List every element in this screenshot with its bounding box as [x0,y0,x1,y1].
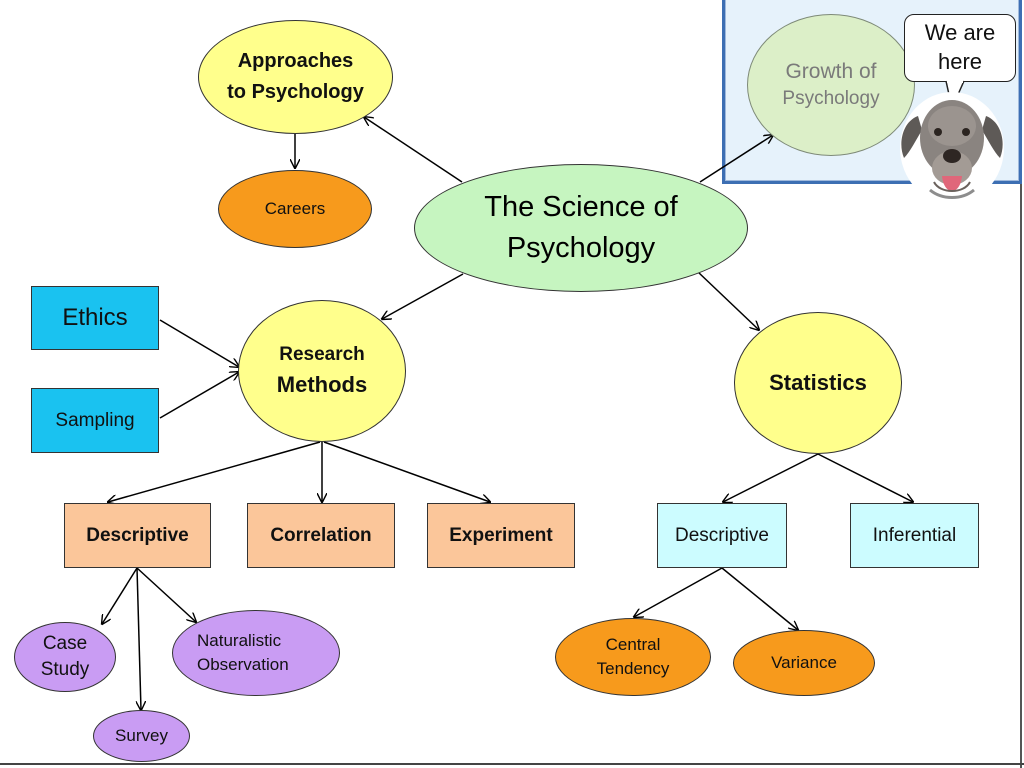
arrow-statistics-descriptive [723,453,819,502]
bubble-line2: here [937,49,983,74]
method-descriptive-label: Descriptive [86,524,189,546]
ethics-label: Ethics [62,304,128,332]
approaches-line2: to Psychology [227,81,364,103]
arrow-center-approaches [364,117,463,183]
variance-node: Variance [733,630,875,696]
method-correlation-box: Correlation [247,503,395,568]
arrow-statistics-inferential [817,453,913,502]
naturalistic-observation-node: Naturalistic Observation [172,610,340,696]
central-topic-line2: Psychology [506,232,656,264]
page-edge [1020,0,1022,768]
statistics-label: Statistics [769,370,867,396]
arrow-descriptive-naturalistic [136,567,196,622]
method-experiment-box: Experiment [427,503,575,568]
arrow-center-growth [699,135,773,183]
careers-label: Careers [264,199,326,219]
growth-line1: Growth of [785,60,877,83]
variance-label: Variance [771,653,837,673]
research-line1: Research [279,344,365,366]
method-correlation-label: Correlation [270,524,372,546]
page-edge [0,763,1024,765]
growth-node: Growth of Psychology [747,14,915,156]
arrow-research-experiment [323,441,490,502]
approaches-node: Approaches to Psychology [198,20,393,134]
sampling-label: Sampling [55,409,135,431]
arrow-center-statistics [697,271,759,330]
stat-descriptive-box: Descriptive [657,503,787,568]
survey-node: Survey [93,710,190,762]
dog-mascot-image [900,92,1004,204]
stat-inferential-box: Inferential [850,503,979,568]
central-topic-node: The Science of Psychology [414,164,748,292]
case-study-line2: Study [40,659,90,680]
central-tendency-line1: Central [605,635,661,655]
arrow-research-descriptive [108,441,321,502]
survey-label: Survey [115,726,168,746]
ethics-box: Ethics [31,286,159,350]
arrow-statdesc-central [634,567,723,617]
sampling-box: Sampling [31,388,159,453]
case-study-node: Case Study [14,622,116,692]
central-tendency-line2: Tendency [596,659,670,678]
stat-descriptive-label: Descriptive [675,524,769,546]
arrow-descriptive-casestudy [102,567,138,624]
statistics-node: Statistics [734,312,902,454]
central-topic-line1: The Science of [484,190,678,223]
central-tendency-node: Central Tendency [555,618,711,696]
bubble-line1: We are [924,20,996,46]
careers-node: Careers [218,170,372,248]
research-methods-node: Research Methods [238,300,406,442]
arrow-statdesc-variance [721,567,798,630]
arrow-sampling-research [159,372,239,419]
case-study-line1: Case [42,633,88,655]
naturalistic-line2: Observation [197,655,289,674]
approaches-line1: Approaches [237,50,354,72]
research-line2: Methods [276,372,368,398]
stat-inferential-label: Inferential [872,524,957,546]
naturalistic-line1: Naturalistic [197,631,282,651]
arrow-ethics-research [159,319,239,367]
arrow-descriptive-survey [137,567,141,710]
method-descriptive-box: Descriptive [64,503,211,568]
arrow-center-research [382,273,464,319]
method-experiment-label: Experiment [449,524,553,546]
growth-line2: Psychology [782,88,880,110]
speech-bubble: We are here [904,14,1016,82]
